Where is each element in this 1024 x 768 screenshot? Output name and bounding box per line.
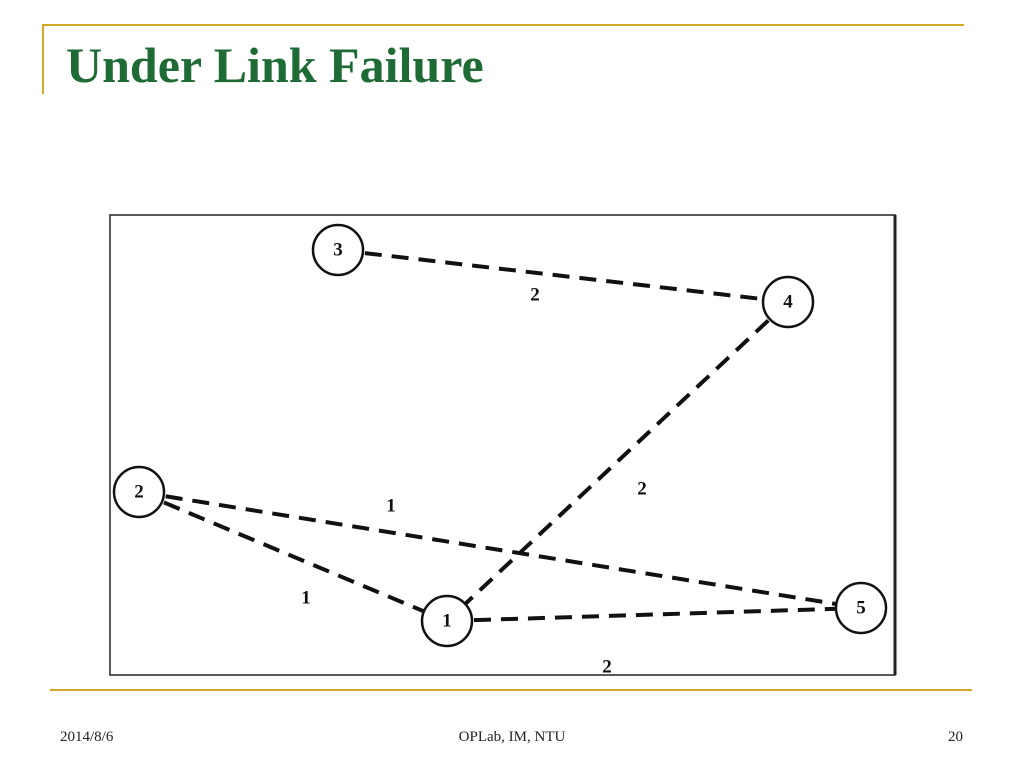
edge-label-1-5: 2 [602,656,612,676]
frame-top-rule [42,24,964,26]
node-label-1: 1 [442,610,452,631]
node-4: 4 [761,275,815,329]
edge-label-2-1: 1 [301,587,311,608]
node-3: 3 [311,223,365,277]
node-label-4: 4 [783,291,793,312]
node-label-2: 2 [134,481,144,502]
node-circle-5 [834,581,888,635]
node-label-3: 3 [333,239,343,260]
node-circle-1 [420,594,474,648]
network-diagram: 2 2 1 1 2 1 2 3 4 5 [109,214,897,676]
edge-label-3-4: 2 [530,284,540,305]
edge-label-2-5: 1 [386,495,396,516]
footer-page-number: 20 [948,729,963,745]
node-circle-3 [311,223,365,277]
node-5: 5 [834,581,888,635]
node-circle-4 [761,275,815,329]
slide-title: Under Link Failure [66,37,484,93]
edge-label-4-1: 2 [637,478,647,499]
node-1: 1 [420,594,474,648]
edge-3-4 [337,248,789,304]
node-circle-2 [112,465,166,519]
footer-org: OPLab, IM, NTU [458,729,566,745]
frame-left-rule [42,24,44,94]
footer-rule [50,689,972,691]
node-2: 2 [112,465,166,519]
edge-2-5 [138,490,862,610]
edge-4-1 [445,300,790,623]
edge-1-5 [446,606,862,623]
edge-2-1 [138,490,448,623]
node-label-5: 5 [856,597,866,618]
footer-date: 2014/8/6 [60,729,114,745]
